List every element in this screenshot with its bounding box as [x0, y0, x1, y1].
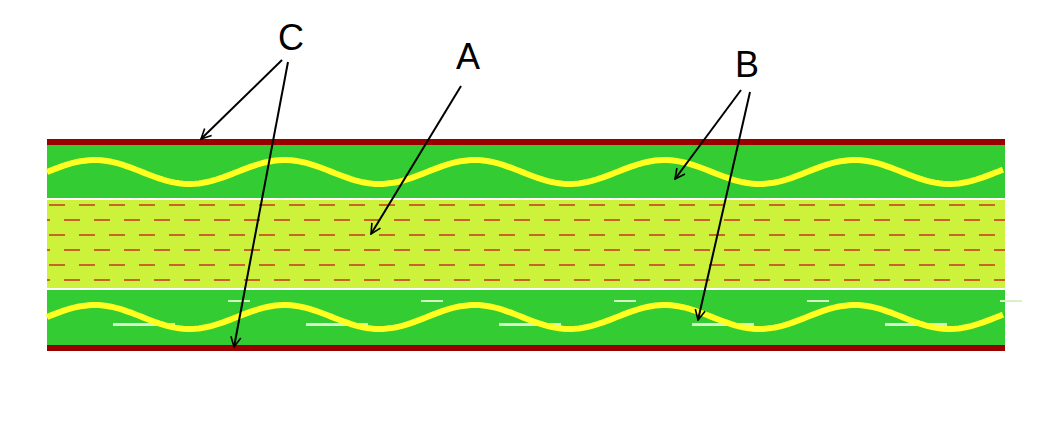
- fiber-mark: [614, 300, 636, 302]
- leader-line: [698, 92, 750, 320]
- fiber-wave: [47, 160, 1003, 184]
- leader-line: [371, 86, 461, 234]
- surface-layer: [47, 139, 1005, 145]
- bottom-ply: [47, 290, 1005, 345]
- fiber-mark: [421, 300, 443, 302]
- fiber-wave: [47, 305, 1003, 329]
- ply-gap: [47, 198, 1005, 200]
- surface-layer: [47, 345, 1005, 351]
- callout-letter: C: [278, 20, 304, 56]
- leader-line: [675, 90, 741, 179]
- fiber-mark: [1000, 300, 1022, 302]
- ply-gap: [47, 288, 1005, 290]
- callout-letter: B: [735, 47, 759, 83]
- core-ply: [47, 198, 1005, 290]
- leader-line: [201, 60, 282, 139]
- callout-letter: A: [456, 39, 480, 75]
- top-ply: [47, 145, 1005, 198]
- fiber-mark: [228, 300, 250, 302]
- leader-lines: [201, 60, 750, 347]
- fiber-mark: [807, 300, 829, 302]
- leader-line: [234, 62, 288, 347]
